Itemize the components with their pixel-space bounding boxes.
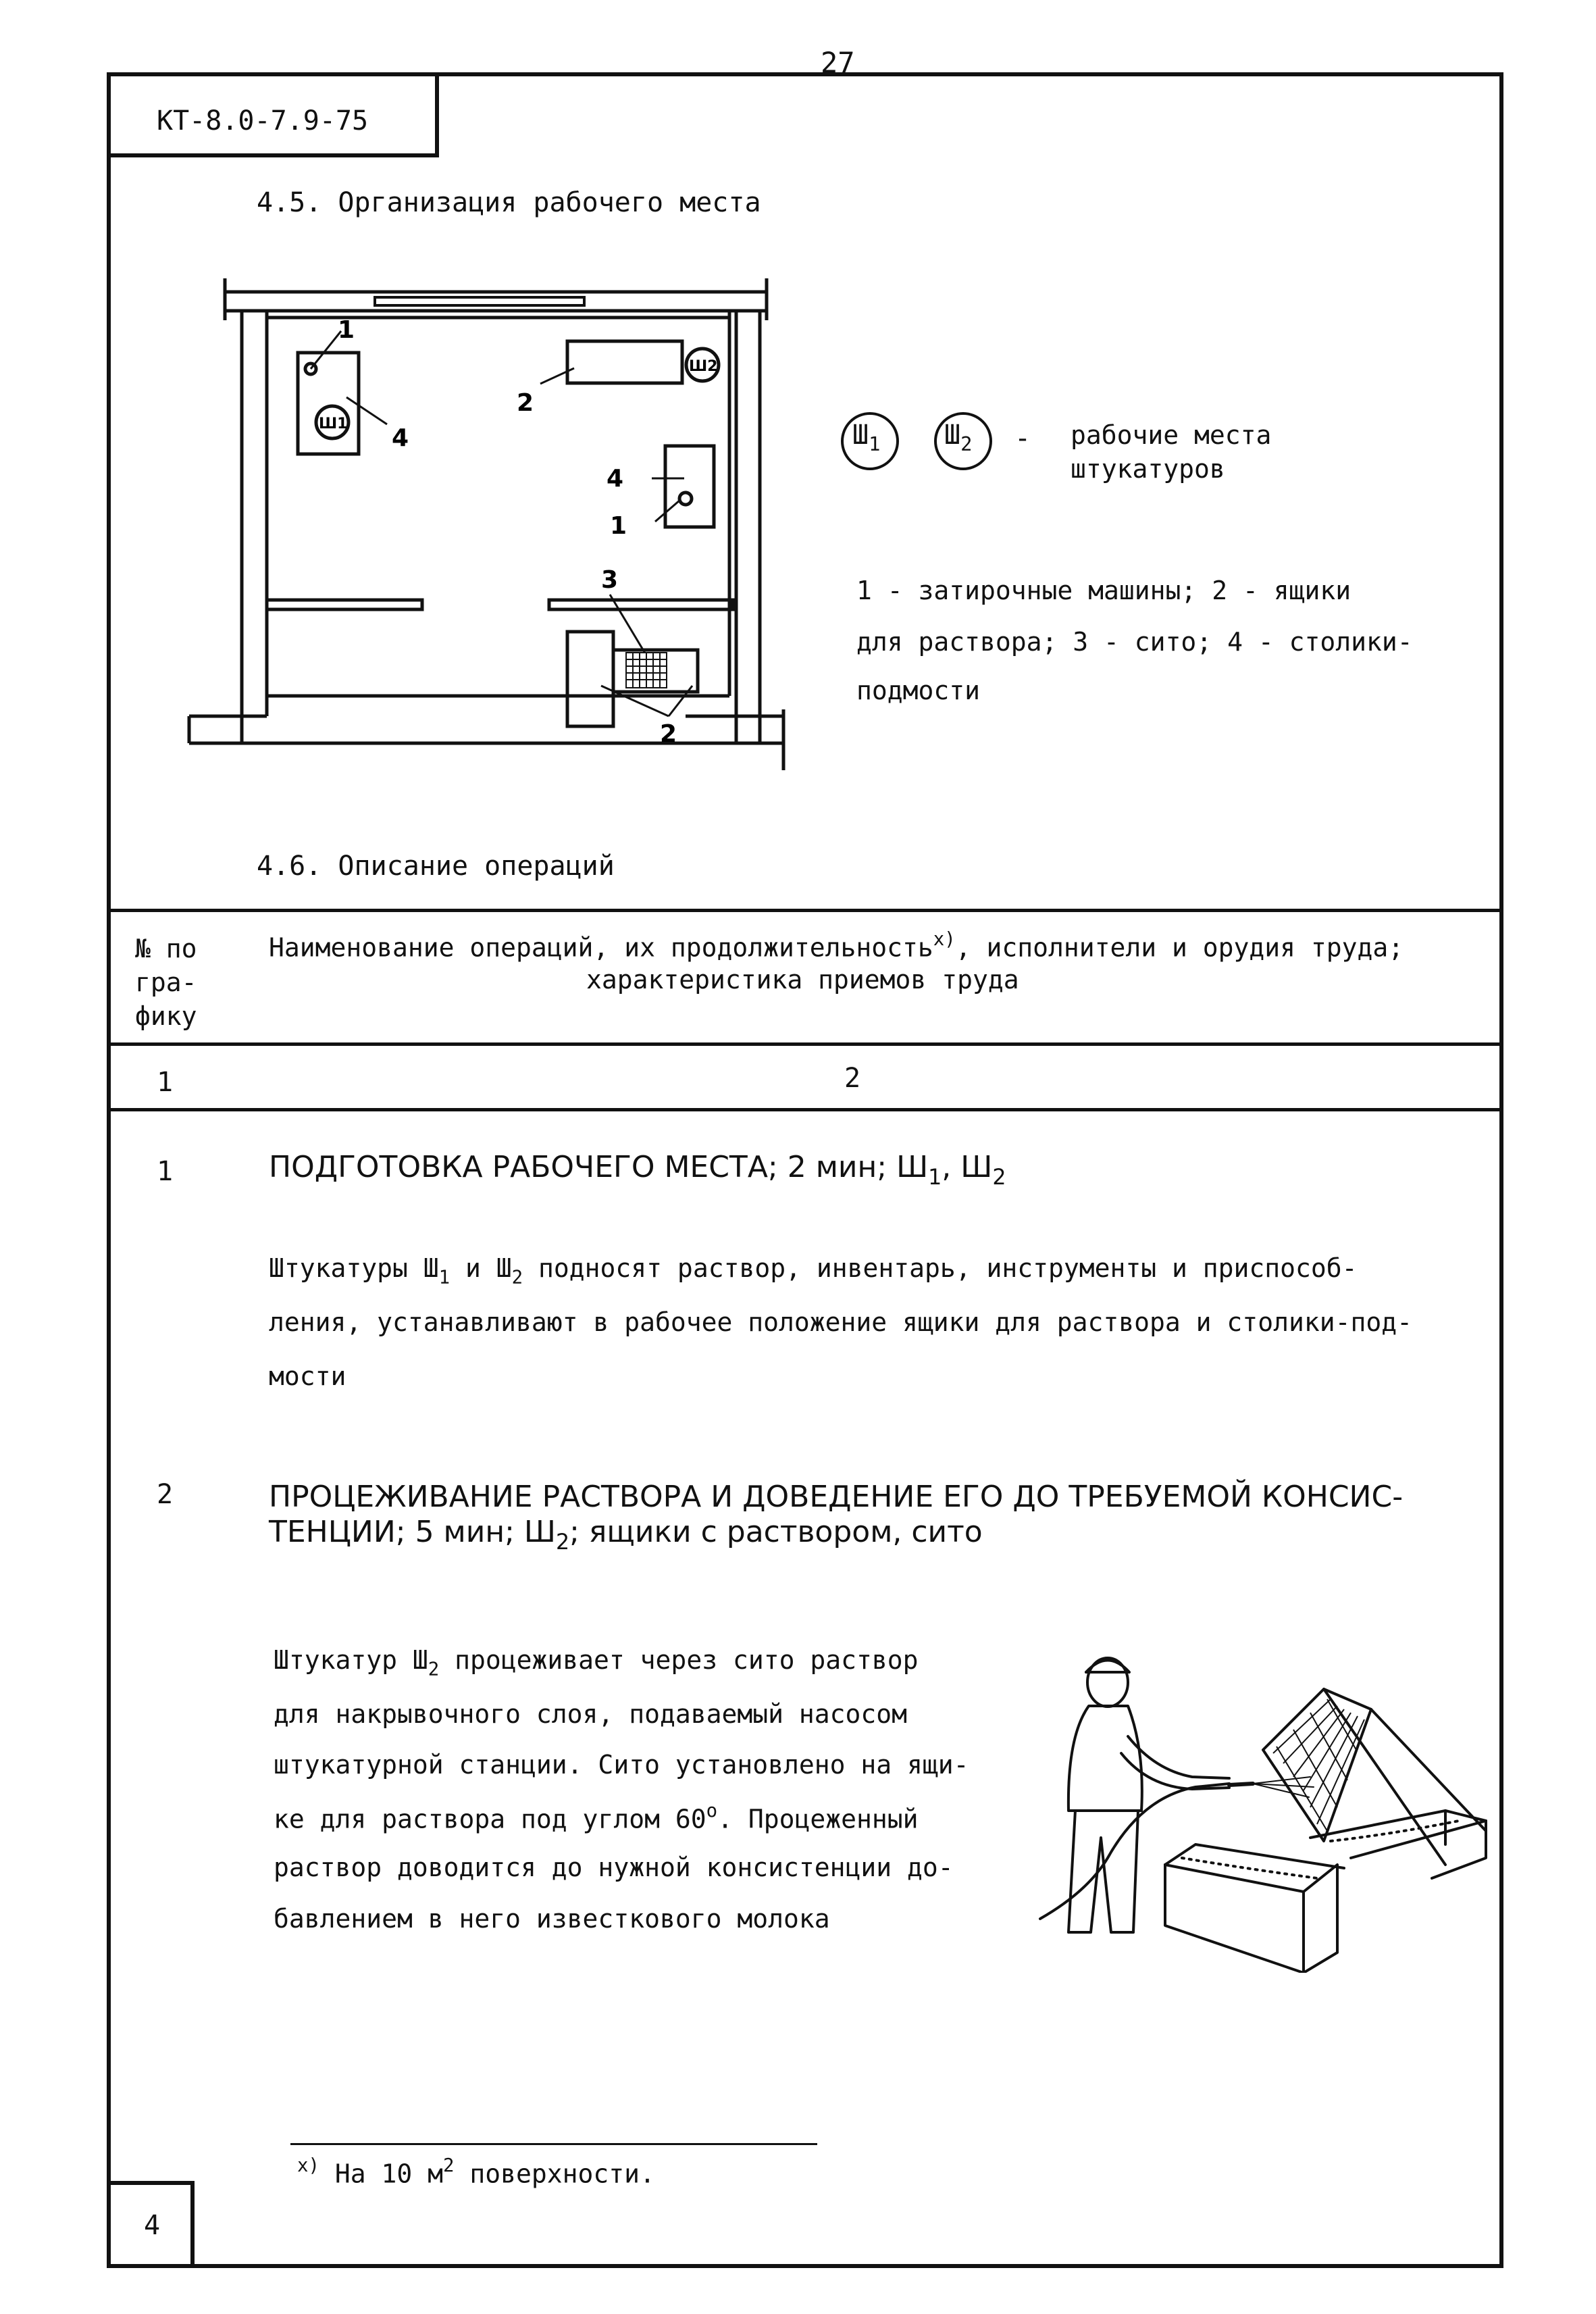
worker-symbol-2-label: Ш2 [944,420,973,456]
plan-label-2b: 2 [660,720,677,748]
plan-label-1a: 1 [338,316,355,344]
operation-2-text-line2: для накрывочного слоя, подаваемый насосо… [274,1699,907,1729]
legend-workers-line1: рабочие места [1071,420,1272,450]
sheet-number: 4 [144,2210,161,2241]
operation-2-text-line5: раствор доводится до нужной консистенции… [274,1853,954,1882]
section-46-title: 4.6. Описание операций [257,851,615,882]
legend-items-line1: 1 - затирочные машины; 2 - ящики [856,576,1352,605]
col-number-1: 1 [157,1067,174,1098]
operation-2-text-line6: бавлением в него известкового молока [274,1904,830,1934]
legend-items-line3: подмости [856,676,981,705]
plan-label-2a: 2 [517,389,534,417]
legend-workers-line2: штукатуров [1071,454,1225,484]
operation-2-text-line3: штукатурной станции. Сито установлено на… [274,1750,969,1780]
legend-items-line2: для раствора; 3 - сито; 4 - столики- [856,627,1413,657]
operation-1-number: 1 [157,1156,174,1187]
plan-label-1b: 1 [610,512,627,540]
plan-worker-1: Ш1 [319,416,348,432]
operation-2-text-line1: Штукатур Ш2 процеживает через сито раств… [274,1645,919,1680]
col2-header-line1: Наименование операций, их продолжительно… [269,929,1404,963]
col1-header-line3: фику [135,1001,197,1031]
doc-code: КТ-8.0-7.9-75 [157,105,369,136]
plan-worker-2: Ш2 [689,358,718,375]
col1-header-line2: гра- [135,967,197,997]
plan-label-4a: 4 [392,424,409,452]
operation-1-text-line2: ления, устанавливают в рабочее положение… [269,1307,1412,1337]
floor-plan: 1 4 2 4 1 3 2 Ш1 Ш2 [187,278,786,770]
table-colnum-rule [107,1108,1503,1111]
operation-1-title: ПОДГОТОВКА РАБОЧЕГО МЕСТА; 2 мин; Ш1, Ш2 [269,1150,1006,1190]
operation-2-text-line4: ке для раствора под углом 60o. Процеженн… [274,1801,919,1834]
worker-symbol-1-label: Ш1 [852,420,881,456]
legend-dash: - [1014,423,1031,454]
footnote: x) На 10 м2 поверхности. [297,2155,655,2189]
operation-2-title-line2: ТЕНЦИИ; 5 мин; Ш2; ящики с раствором, си… [269,1515,983,1555]
table-top-rule [107,909,1503,912]
col-number-2: 2 [844,1063,861,1094]
plan-label-4b: 4 [607,465,623,493]
operation-1-text-line1: Штукатуры Ш1 и Ш2 подносят раствор, инве… [269,1253,1358,1288]
worker-symbol-1 [841,412,899,470]
operation-2-number: 2 [157,1479,174,1510]
plan-label-3: 3 [601,566,618,594]
sheet-number-box [107,2181,195,2268]
section-45-title: 4.5. Организация рабочего места [257,187,761,218]
worker-sieving-illustration [1039,1657,1487,1973]
worker-symbol-2 [934,412,992,470]
table-header-rule [107,1042,1503,1046]
doc-code-box [107,72,439,157]
operation-2-title-line1: ПРОЦЕЖИВАНИЕ РАСТВОРА И ДОВЕДЕНИЕ ЕГО ДО… [269,1480,1404,1514]
page-frame [107,72,1503,2268]
operation-1-text-line3: мости [269,1361,346,1391]
col2-header-line2: характеристика приемов труда [586,965,1019,995]
col1-header-line1: № по [135,934,197,963]
footnote-rule [290,2143,817,2145]
